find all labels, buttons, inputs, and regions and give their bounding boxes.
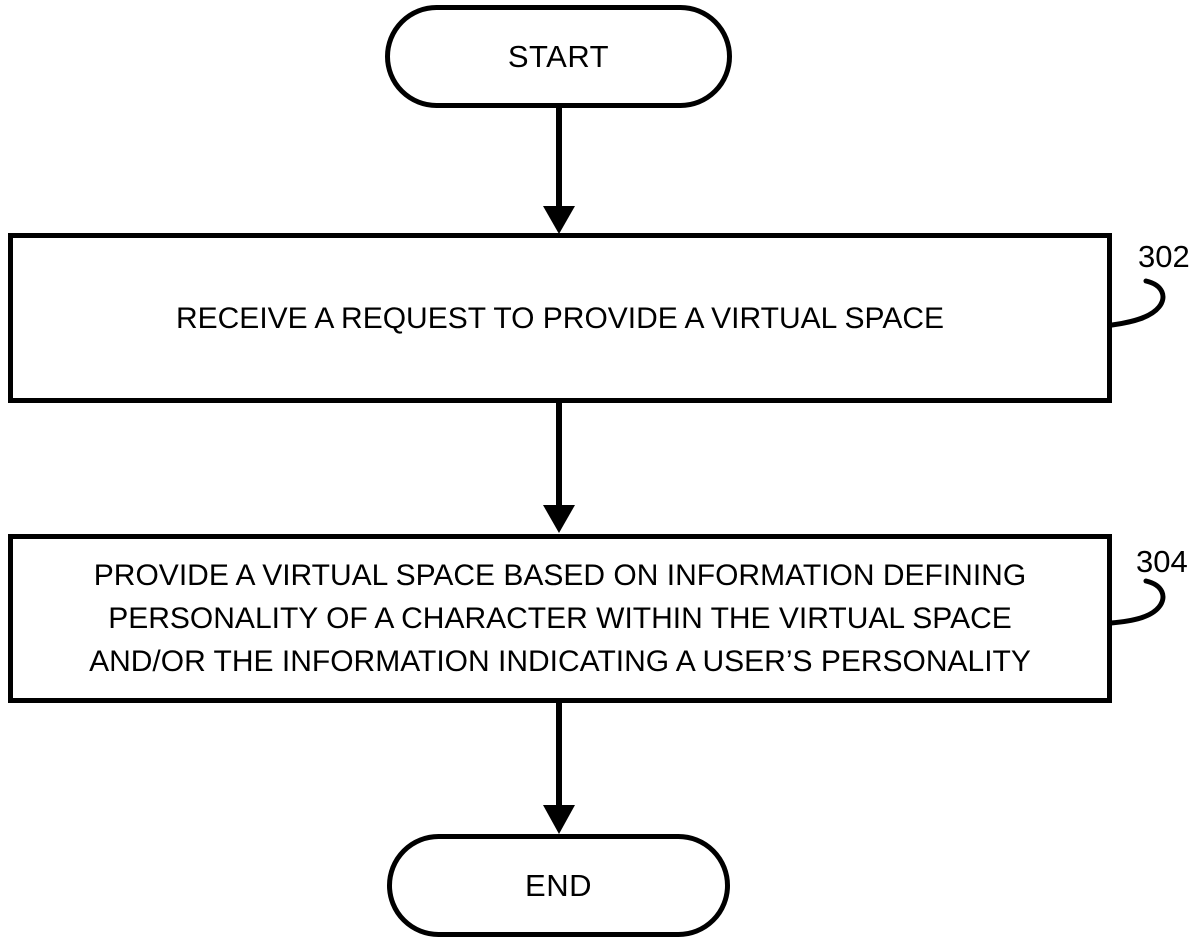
arrow-start-to-302 (543, 106, 575, 234)
start-node: START (385, 5, 732, 108)
ref-leader-304 (1108, 578, 1166, 626)
process-box-304: PROVIDE A VIRTUAL SPACE BASED ON INFORMA… (8, 534, 1112, 703)
end-node-label: END (525, 867, 592, 903)
ref-leader-302 (1109, 278, 1166, 328)
arrow-304-to-end (543, 701, 575, 834)
end-node: END (387, 834, 730, 937)
process-box-304-line: AND/OR THE INFORMATION INDICATING A USER… (89, 645, 1031, 678)
process-box-302: RECEIVE A REQUEST TO PROVIDE A VIRTUAL S… (8, 233, 1112, 403)
ref-label-304: 304 (1136, 544, 1188, 579)
process-box-304-line: PERSONALITY OF A CHARACTER WITHIN THE VI… (108, 602, 1012, 635)
ref-label-302: 302 (1138, 239, 1190, 274)
process-box-304-line: PROVIDE A VIRTUAL SPACE BASED ON INFORMA… (93, 559, 1027, 592)
arrow-302-to-304 (543, 401, 575, 533)
process-box-302-line: RECEIVE A REQUEST TO PROVIDE A VIRTUAL S… (175, 301, 945, 335)
start-node-label: START (507, 38, 610, 74)
